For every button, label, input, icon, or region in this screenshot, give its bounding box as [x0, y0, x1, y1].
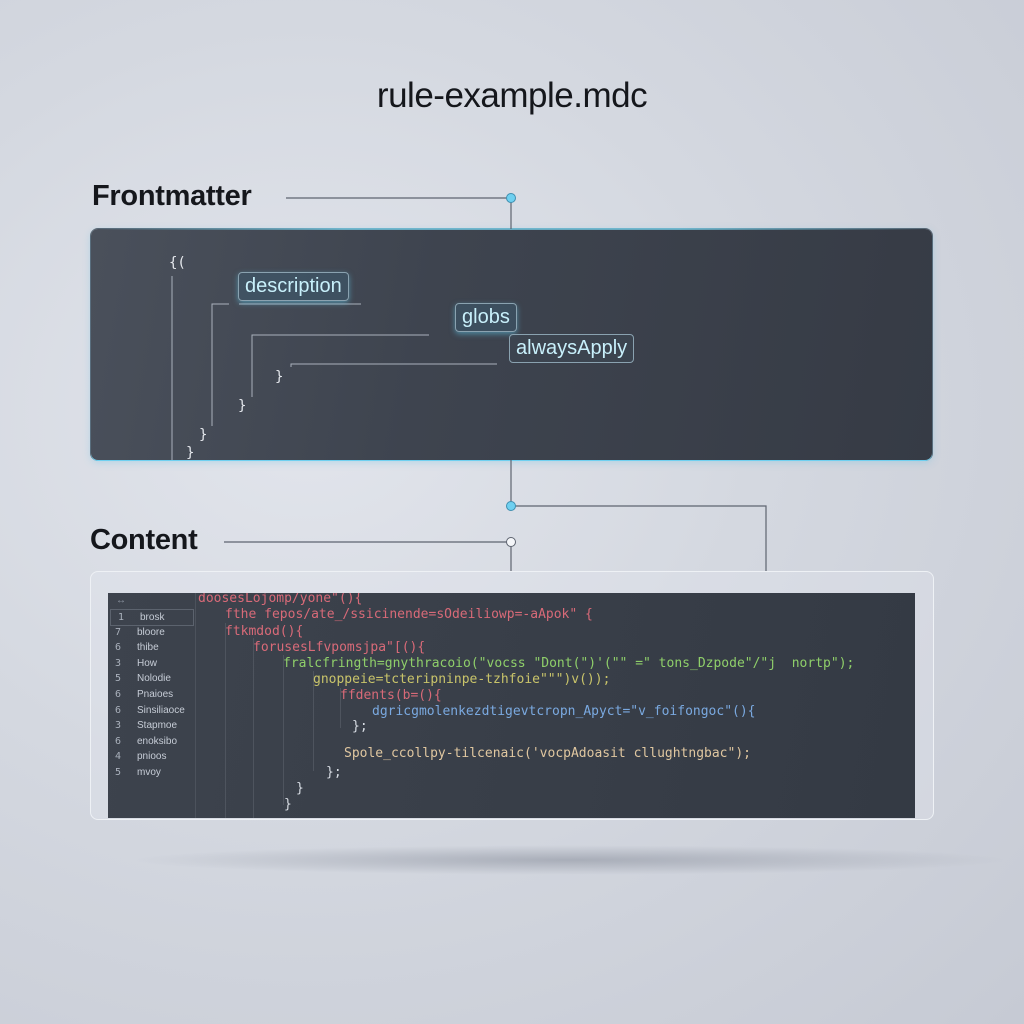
- code-line: dgricgmolenkezdtigevtcropn_Apyct="v_foif…: [372, 704, 756, 719]
- outline-item-number: 1: [118, 612, 125, 623]
- indent-guide: [340, 688, 341, 728]
- code-line: };: [326, 765, 342, 780]
- link-node-dot: [506, 501, 516, 511]
- outline-item-number: 6: [115, 704, 122, 716]
- outline-item-label: How: [137, 657, 158, 669]
- outline-item-number: 6: [115, 689, 122, 700]
- outline-item-label: Stapmoe: [137, 720, 178, 732]
- tree-line-alwaysapply: [290, 363, 497, 367]
- outline-item-label: brosk: [140, 612, 165, 623]
- outline-item[interactable]: 7 bloore: [108, 625, 194, 640]
- outline-item-label: mvoy: [137, 767, 161, 778]
- outline-item-label: enoksibo: [137, 735, 178, 747]
- code-line: doosesLojomp/yone"(){: [198, 593, 363, 606]
- outline-item-number: 4: [115, 751, 122, 763]
- outline-item-number: 5: [115, 673, 122, 685]
- indent-guide: [225, 623, 226, 818]
- indent-guide: [253, 638, 254, 818]
- frontmatter-tree-lines: [171, 276, 497, 460]
- outline-item-label: bloore: [137, 626, 165, 638]
- outline-item[interactable]: 6 enoksibo: [108, 734, 194, 749]
- outline-item-label: Nolodie: [137, 673, 171, 685]
- code-line: }: [296, 781, 304, 796]
- close-brace-4: }: [186, 445, 195, 461]
- outline-item[interactable]: 3 How: [108, 656, 194, 671]
- outline-item[interactable]: 3 Stapmoe: [108, 718, 194, 733]
- indent-guide: [283, 655, 284, 805]
- outline-item[interactable]: 1 brosk: [110, 609, 194, 626]
- code-line: }: [284, 797, 292, 812]
- page-title: rule-example.mdc: [376, 76, 648, 115]
- outline-item[interactable]: 6 thibe: [108, 640, 194, 655]
- outline-item[interactable]: 4 pnioos: [108, 749, 194, 764]
- code-line: };: [352, 719, 368, 734]
- outline-item-label: Sinsiliaoce: [137, 704, 185, 716]
- code-line: Spole_ccollpy-tilcenaic('vocpAdoasit cll…: [344, 746, 751, 761]
- panel-link-right: [515, 505, 767, 571]
- outline-item-label: Pnaioes: [137, 689, 174, 700]
- code-line: forusesLfvpomsjpa"[(){: [253, 640, 426, 655]
- key-description[interactable]: description: [238, 272, 349, 301]
- outline-item-number: 6: [115, 735, 122, 747]
- code-line: gnoppeie=tcteripninpe-tzhfoie""")v());: [313, 672, 611, 687]
- outline-item-number: 7: [115, 626, 122, 638]
- outline-item-label: thibe: [137, 642, 159, 654]
- outline-item-label: pnioos: [137, 751, 167, 763]
- outline-item-number: 5: [115, 767, 122, 778]
- outline-item-number: 6: [115, 642, 122, 654]
- frontmatter-panel: {( } } } } description globs alwaysApply: [91, 228, 932, 461]
- tree-line-globs: [251, 334, 429, 397]
- key-alwaysapply[interactable]: alwaysApply: [509, 334, 635, 363]
- code-line: fthe fepos/ate_/ssicinende=sOdeiliowp=-a…: [225, 607, 593, 622]
- close-brace-2: }: [238, 398, 247, 414]
- indent-guide: [313, 671, 314, 771]
- open-brace: {(: [169, 255, 186, 271]
- outline-item-number: 3: [115, 657, 122, 669]
- code-line: ffdents(b=(){: [340, 688, 442, 703]
- outline-item[interactable]: 6 Sinsiliaoce: [108, 703, 194, 718]
- content-label: Content: [90, 524, 198, 556]
- gutter-header-icon: ↔: [116, 595, 126, 606]
- close-brace-1: }: [275, 369, 284, 385]
- outline-item[interactable]: 5 mvoy: [108, 765, 194, 780]
- outline-item[interactable]: 6 Pnaioes: [108, 687, 194, 702]
- floor-shadow: [130, 845, 1010, 875]
- outline-item-number: 3: [115, 720, 122, 732]
- close-brace-3: }: [199, 427, 208, 443]
- code-line: ftkmdod(){: [225, 624, 304, 639]
- code-line: fralcfringth=gnythracoio("vocss "Dont(")…: [283, 656, 855, 671]
- tree-line-description: [211, 303, 229, 426]
- frontmatter-label: Frontmatter: [92, 180, 252, 212]
- key-globs[interactable]: globs: [455, 303, 517, 332]
- frontmatter-node-dot: [506, 193, 516, 203]
- outline-item[interactable]: 5 Nolodie: [108, 671, 194, 686]
- content-node-dot: [506, 537, 516, 547]
